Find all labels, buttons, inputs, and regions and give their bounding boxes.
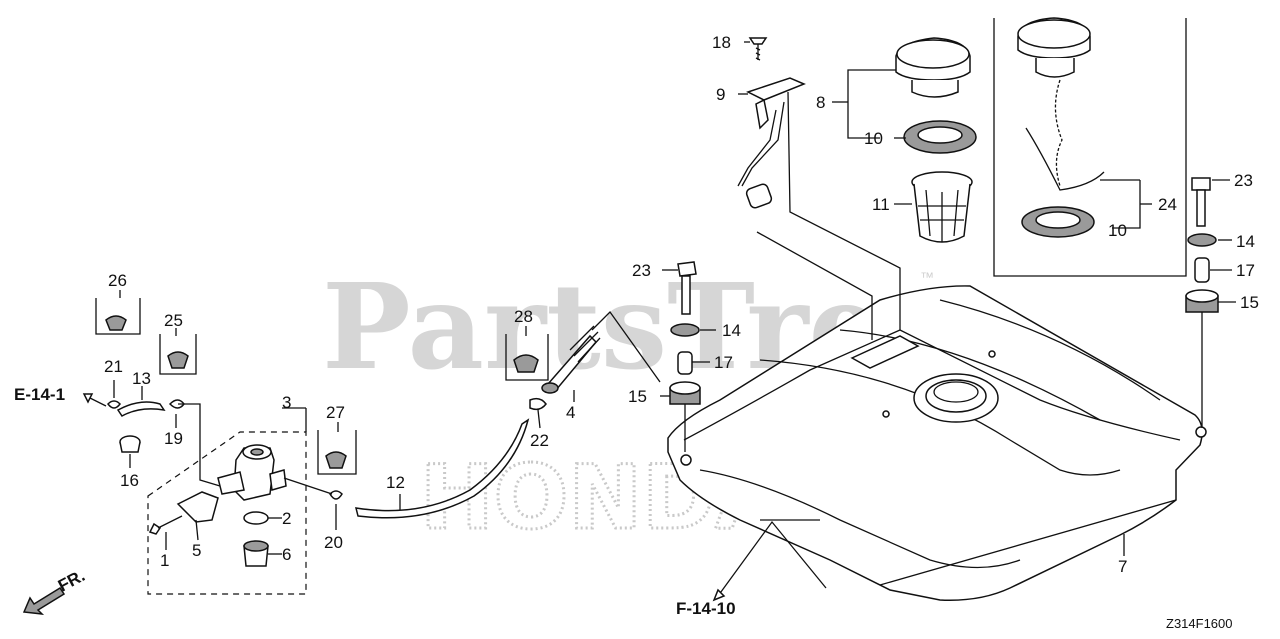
hose-route-line <box>283 477 333 495</box>
callout-13: 13 <box>132 369 151 388</box>
clip-box-28 <box>505 334 549 381</box>
gauge-screw <box>748 37 768 61</box>
e-ref-arrow-icon <box>82 393 94 404</box>
callout-10a: 10 <box>864 129 883 148</box>
callout-23b: 23 <box>1234 171 1253 190</box>
fuel-cock-screw <box>148 515 183 535</box>
gauge-guide-line <box>756 231 873 340</box>
callout-15b: 15 <box>1240 293 1259 312</box>
fuel-tube <box>354 418 530 519</box>
callout-19: 19 <box>164 429 183 448</box>
mount-hardware-right <box>1185 177 1219 428</box>
fuel-cock <box>217 444 287 501</box>
fuel-cock-cup <box>243 540 269 567</box>
hose-route-line <box>178 403 221 487</box>
tube-clip <box>529 397 547 411</box>
fuel-strainer <box>911 171 973 243</box>
callout-2: 2 <box>282 509 291 528</box>
callout-4: 4 <box>566 403 575 422</box>
fuel-cock-oring <box>243 511 269 525</box>
e-ref-label: E-14-1 <box>14 385 65 404</box>
callout-20: 20 <box>324 533 343 552</box>
fuel-cock-lever <box>176 491 219 523</box>
cap-assembly-frame <box>993 18 1187 277</box>
hose-clip-21 <box>107 400 121 409</box>
callout-23a: 23 <box>632 261 651 280</box>
callout-1: 1 <box>160 551 169 570</box>
callout-9: 9 <box>716 85 725 104</box>
fuel-tank <box>667 285 1207 601</box>
callout-14a: 14 <box>722 321 741 340</box>
callout-17b: 17 <box>1236 261 1255 280</box>
clip-box-26 <box>95 298 141 335</box>
callout-14b: 14 <box>1236 232 1255 251</box>
leader-lines <box>113 41 1236 556</box>
callout-10b: 10 <box>1108 221 1127 240</box>
diagram-code: Z314F1600 <box>1166 616 1233 631</box>
callout-11: 11 <box>872 195 890 214</box>
callout-15a: 15 <box>628 387 647 406</box>
f-ref-label: F-14-10 <box>676 599 736 618</box>
fuel-joint <box>541 310 661 394</box>
fuel-level-gauge <box>737 77 806 209</box>
callout-28: 28 <box>514 307 533 326</box>
tethered-fuel-cap <box>1017 17 1105 191</box>
callout-22: 22 <box>530 431 549 450</box>
front-direction-arrow-icon <box>22 586 66 615</box>
callout-17a: 17 <box>714 353 733 372</box>
callout-8: 8 <box>816 93 825 112</box>
fuel-hose-short <box>116 401 166 417</box>
callout-7: 7 <box>1118 557 1127 576</box>
callout-labels: 18 9 8 10 11 10 24 23 14 17 15 23 14 17 … <box>104 33 1259 576</box>
f-ref-arrow-icon <box>712 588 726 602</box>
callout-26: 26 <box>108 271 127 290</box>
fuel-cock-frame <box>147 431 307 595</box>
callout-27: 27 <box>326 403 345 422</box>
hose-clip-20 <box>329 490 343 500</box>
callout-5: 5 <box>192 541 201 560</box>
tethered-cap-gasket <box>1021 206 1095 238</box>
gauge-guide-line <box>787 91 901 330</box>
callout-12: 12 <box>386 473 405 492</box>
callout-25: 25 <box>164 311 183 330</box>
trademark-symbol: ™ <box>920 269 934 285</box>
callout-21: 21 <box>104 357 123 376</box>
callout-3: 3 <box>282 393 291 412</box>
fuel-cap <box>895 37 971 98</box>
hose-grommet <box>119 435 141 453</box>
callout-24: 24 <box>1158 195 1177 214</box>
cap-gasket <box>903 120 977 154</box>
clip-box-25 <box>159 334 197 375</box>
f-ref-arrow-line <box>717 520 827 597</box>
clip-box-27 <box>317 430 357 475</box>
callout-6: 6 <box>282 545 291 564</box>
callout-16: 16 <box>120 471 139 490</box>
mount-hardware-left <box>669 261 701 452</box>
callout-18: 18 <box>712 33 731 52</box>
